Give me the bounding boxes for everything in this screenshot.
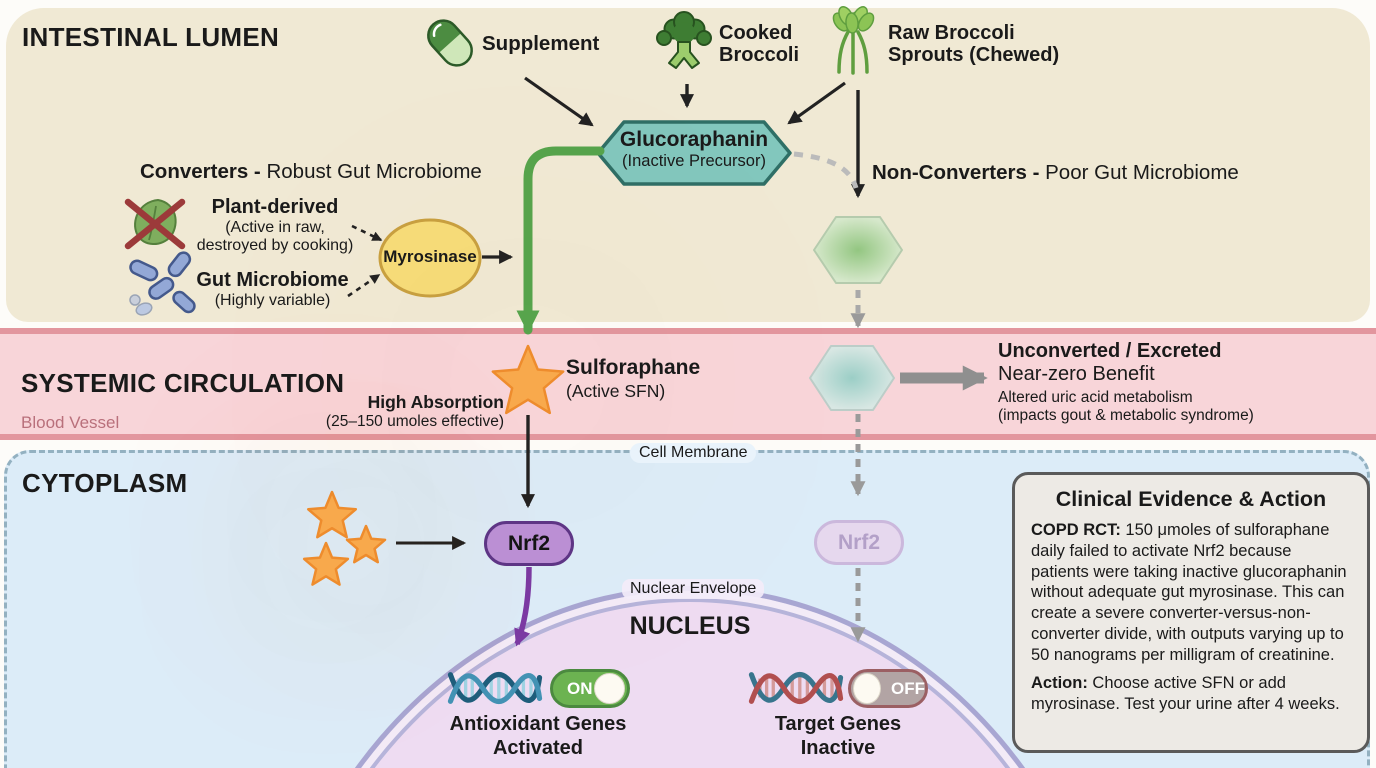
- converters-label: Converters - Robust Gut Microbiome: [140, 160, 482, 184]
- clinical-copd-paragraph: COPD RCT: 150 μmoles of sulforaphane dai…: [1031, 520, 1351, 665]
- leaf-crossed-icon: [124, 198, 186, 250]
- plant-derived-title: Plant-derived: [211, 196, 339, 218]
- genes-off-toggle: OFF: [848, 669, 928, 708]
- absorption-title: High Absorption: [367, 392, 504, 412]
- myrosinase-label: Myrosinase: [383, 247, 477, 266]
- arrow-sprouts-to-glucoraphanin: [787, 81, 846, 125]
- gut-microbiome-line1: (Highly variable): [214, 292, 331, 309]
- inactive-glucoraphanin-hexagon: [813, 216, 903, 284]
- target-dna-icon: [748, 671, 844, 705]
- systemic-circulation-region: [0, 328, 1376, 440]
- sulforaphane-star-icon: [493, 346, 563, 413]
- converters-rest: Robust Gut Microbiome: [260, 160, 482, 183]
- clinical-action-text: Choose active SFN or add myrosinase. Tes…: [1031, 674, 1340, 714]
- cooked-broccoli-label: Cooked Broccoli: [719, 22, 800, 66]
- genes-on-toggle-label: ON: [567, 678, 593, 698]
- clinical-action-paragraph: Action: Choose active SFN or add myrosin…: [1031, 673, 1351, 715]
- target-genes-label: Target Genes Inactive: [748, 712, 928, 760]
- glucoraphanin-hexagon: [596, 120, 792, 186]
- dashed-curve-glucoraphanin-nonconverter: [793, 151, 859, 189]
- clinical-copd-text: 150 μmoles of sulforaphane daily failed …: [1031, 521, 1347, 664]
- cooked-broccoli-icon: [656, 11, 712, 69]
- antioxidant-genes-line1: Antioxidant Genes: [449, 713, 627, 735]
- converters-bold: Converters -: [140, 160, 261, 183]
- intestinal-lumen-title: INTESTINAL LUMEN: [22, 22, 280, 52]
- absorption-block: High Absorption (25–150 umoles effective…: [280, 392, 504, 431]
- antioxidant-genes-line2: Activated: [492, 737, 584, 759]
- nucleus-title: NUCLEUS: [629, 612, 751, 640]
- gut-microbiome-title: Gut Microbiome: [196, 269, 349, 291]
- glucoraphanin-name: Glucoraphanin: [619, 128, 769, 151]
- antioxidant-genes-label: Antioxidant Genes Activated: [447, 712, 629, 760]
- unconverted-hexagon: [809, 345, 895, 411]
- genes-on-toggle: ON: [550, 669, 630, 708]
- raw-sprouts-line2: Sprouts (Chewed): [888, 43, 1060, 66]
- glucoraphanin-subtitle: (Inactive Precursor): [622, 152, 766, 170]
- arrow-supplement-to-glucoraphanin: [524, 76, 594, 127]
- cooked-broccoli-line1: Cooked: [719, 22, 793, 44]
- converter-green-arrow: [516, 146, 605, 335]
- supplement-label: Supplement: [482, 32, 600, 55]
- antioxidant-dna-icon: [447, 671, 543, 705]
- nrf2-inactive-pill: Nrf2: [814, 520, 904, 565]
- gut-microbiome-block: Gut Microbiome (Highly variable): [190, 269, 355, 310]
- raw-sprouts-label: Raw Broccoli Sprouts (Chewed): [888, 22, 1060, 66]
- raw-sprouts-icon: [832, 5, 875, 75]
- excreted-block: Unconverted / Excreted Near-zero Benefit…: [998, 340, 1254, 425]
- cell-membrane-label: Cell Membrane: [630, 443, 757, 463]
- raw-sprouts-line1: Raw Broccoli: [888, 22, 1015, 44]
- non-converters-label: Non-Converters - Poor Gut Microbiome: [872, 161, 1239, 185]
- non-converters-rest: Poor Gut Microbiome: [1039, 161, 1239, 184]
- cooked-broccoli-line2: Broccoli: [719, 43, 800, 66]
- plant-derived-block: Plant-derived (Active in raw, destroyed …: [190, 196, 360, 255]
- excreted-line1: Near-zero Benefit: [998, 363, 1155, 385]
- plant-derived-line1: (Active in raw,: [225, 219, 325, 236]
- genes-off-toggle-knob: [853, 673, 881, 704]
- supplement-capsule-icon: [427, 19, 473, 67]
- excreted-line3: (impacts gout & metabolic syndrome): [998, 407, 1254, 424]
- non-converters-bold: Non-Converters -: [872, 161, 1040, 184]
- glucoraphanin-text: Glucoraphanin (Inactive Precursor): [598, 128, 790, 171]
- genes-off-toggle-label: OFF: [891, 678, 925, 698]
- sulforaphane-name: Sulforaphane: [566, 356, 701, 379]
- clinical-title: Clinical Evidence & Action: [1055, 487, 1327, 511]
- bacteria-icon: [129, 251, 196, 316]
- purple-arrow-nrf2-to-genes: [514, 566, 532, 647]
- arrow-gut-to-myrosinase: [347, 273, 381, 298]
- clinical-copd-bold: COPD RCT:: [1031, 521, 1121, 539]
- sfn-molecule-stars-icon: [304, 492, 385, 585]
- absorption-detail: (25–150 umoles effective): [325, 413, 504, 430]
- plant-derived-line2: destroyed by cooking): [196, 237, 354, 254]
- sulforaphane-subtitle: (Active SFN): [566, 381, 666, 401]
- cytoplasm-title: CYTOPLASM: [22, 468, 188, 498]
- blood-vessel-label: Blood Vessel: [21, 413, 120, 432]
- target-genes-line1: Target Genes: [774, 713, 902, 735]
- excreted-title: Unconverted / Excreted: [998, 340, 1222, 362]
- myrosinase-ellipse: [378, 218, 482, 298]
- nrf2-active-pill: Nrf2: [484, 521, 574, 566]
- genes-on-toggle-knob: [594, 673, 625, 704]
- excreted-line2: Altered uric acid metabolism: [998, 389, 1193, 406]
- target-genes-line2: Inactive: [800, 737, 876, 759]
- clinical-action-bold: Action:: [1031, 674, 1088, 693]
- clinical-evidence-box: Clinical Evidence & Action COPD RCT: 150…: [1012, 472, 1370, 753]
- systemic-circulation-title: SYSTEMIC CIRCULATION: [21, 368, 345, 398]
- nuclear-envelope-label: Nuclear Envelope: [622, 579, 765, 599]
